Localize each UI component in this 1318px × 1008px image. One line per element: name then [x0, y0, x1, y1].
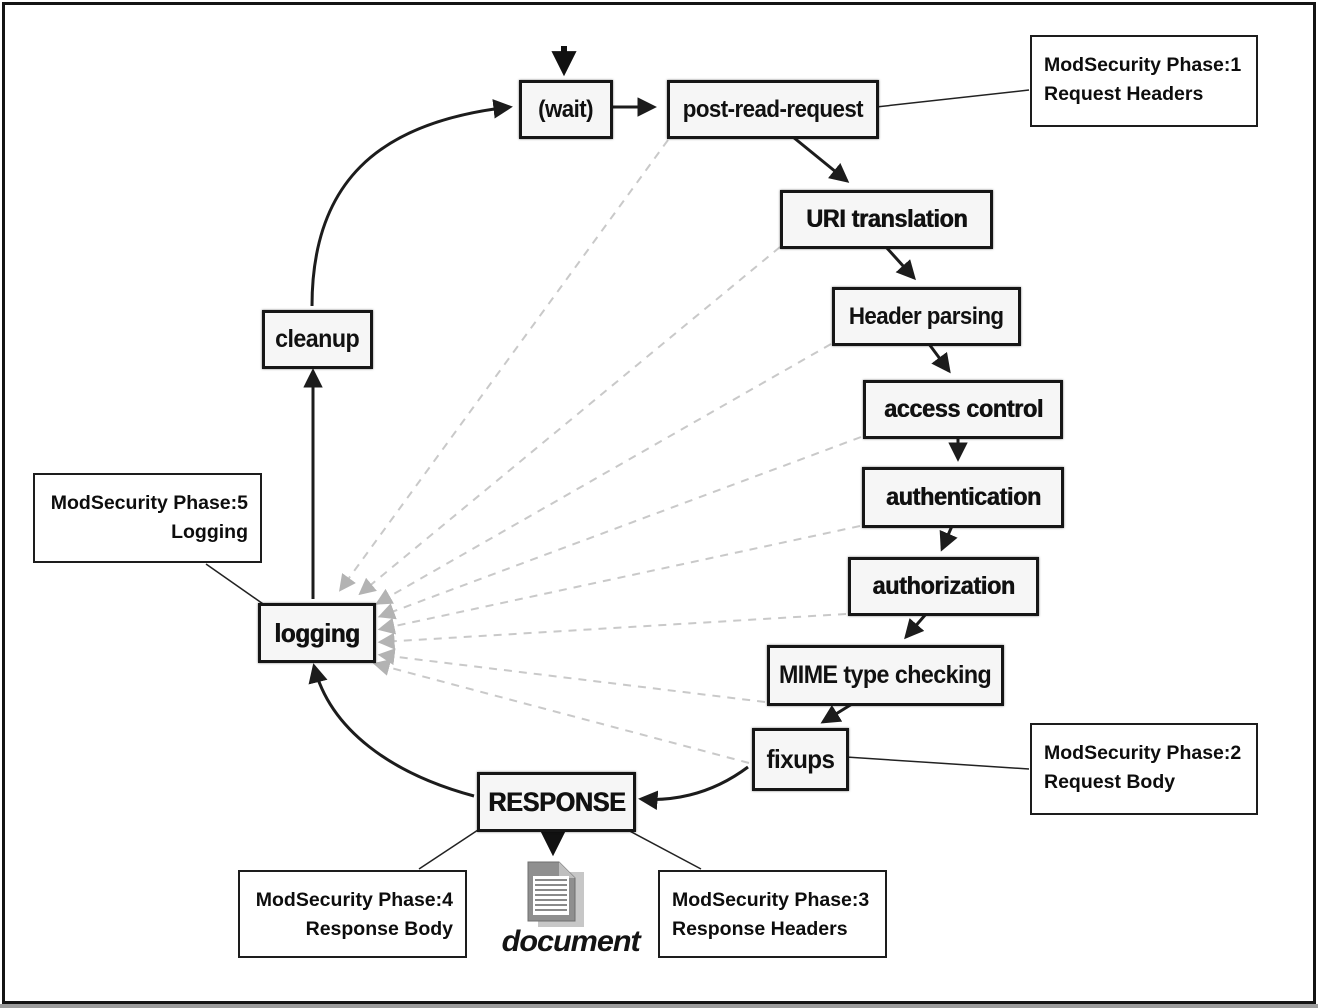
node-logging: logging — [258, 603, 376, 663]
callout-phase4-line2: Response Body — [305, 918, 453, 941]
leader-phase4 — [418, 827, 482, 870]
arrow-cleanup-to-wait — [310, 99, 513, 307]
leader-phase2 — [845, 756, 1030, 770]
arrow-uri-translation-to-header-parsing — [884, 245, 916, 281]
dashed-mime-type-checking-to-logging — [377, 648, 766, 703]
node-uri-translation: URI translation — [780, 190, 993, 249]
document-label: document — [501, 925, 641, 958]
callout-phase1: ModSecurity Phase:1 Request Headers — [1030, 35, 1258, 127]
callout-phase5-line2: Logging — [171, 521, 248, 544]
arrow-authorization-to-mime-type-checking — [904, 613, 928, 640]
flow-arrows — [303, 97, 968, 810]
callout-phase5-line1: ModSecurity Phase:5 — [50, 492, 248, 514]
node-uri-translation-label: URI translation — [805, 205, 968, 233]
dashed-authorization-to-logging — [377, 613, 847, 650]
dashed-uri-translation-to-logging — [358, 246, 781, 596]
callout-phase3-line1: ModSecurity Phase:3 — [672, 889, 870, 911]
node-wait: (wait) — [519, 80, 613, 139]
node-response-label: RESPONSE — [487, 786, 626, 817]
callout-phase4-line1: ModSecurity Phase:4 — [255, 889, 453, 911]
leader-phase3 — [623, 827, 702, 870]
node-header-parsing: Header parsing — [832, 287, 1021, 346]
callout-phase4: ModSecurity Phase:4 Response Body — [238, 870, 467, 958]
node-wait-label: (wait) — [538, 95, 594, 123]
node-authorization: authorization — [848, 557, 1039, 616]
dashed-logging-arrows — [338, 139, 862, 764]
thick-arrows — [540, 46, 577, 857]
leader-phase1 — [875, 89, 1030, 108]
node-authorization-label: authorization — [872, 572, 1015, 600]
arrow-authentication-to-authorization — [939, 525, 958, 552]
node-header-parsing-label: Header parsing — [849, 302, 1004, 330]
node-access-control: access control — [863, 380, 1063, 439]
node-fixups: fixups — [752, 728, 849, 791]
arrow-header-parsing-to-access-control — [927, 343, 951, 374]
callout-phase1-line2: Request Headers — [1044, 83, 1204, 106]
node-cleanup-label: cleanup — [275, 325, 361, 353]
callout-phase2: ModSecurity Phase:2 Request Body — [1030, 723, 1258, 815]
arrow-response-to-logging — [308, 663, 475, 798]
dashed-post-read-request-to-logging — [338, 139, 669, 592]
node-post-read-request: post-read-request — [667, 80, 879, 139]
arrow-post-read-request-to-uri-translation — [792, 135, 850, 183]
node-response: RESPONSE — [477, 772, 636, 832]
node-mime-type-checking-label: MIME type checking — [779, 661, 992, 689]
node-fixups-label: fixups — [766, 744, 835, 774]
callout-phase5: ModSecurity Phase:5 Logging — [33, 473, 262, 563]
callout-phase2-line1: ModSecurity Phase:2 — [1044, 742, 1242, 764]
dashed-authentication-to-logging — [377, 525, 861, 635]
callout-phase3: ModSecurity Phase:3 Response Headers — [658, 870, 887, 958]
document-icon — [527, 861, 584, 927]
node-cleanup: cleanup — [262, 310, 373, 369]
node-post-read-request-label: post-read-request — [682, 95, 864, 123]
callout-lines — [205, 89, 1030, 870]
node-authentication-label: authentication — [885, 483, 1041, 511]
dashed-access-control-to-logging — [377, 436, 862, 620]
node-access-control-label: access control — [883, 395, 1043, 423]
callout-phase2-line2: Request Body — [1044, 771, 1176, 794]
callout-phase1-line1: ModSecurity Phase:1 — [1044, 54, 1242, 76]
dashed-header-parsing-to-logging — [375, 343, 832, 605]
node-authentication: authentication — [862, 467, 1064, 528]
arrow-fixups-to-response — [638, 765, 749, 810]
callout-phase3-line2: Response Headers — [672, 918, 848, 941]
arrow-mime-type-checking-to-fixups — [820, 702, 853, 724]
node-logging-label: logging — [274, 617, 360, 648]
node-mime-type-checking: MIME type checking — [767, 645, 1004, 706]
leader-phase5 — [205, 563, 267, 607]
dashed-fixups-to-logging — [372, 659, 750, 764]
